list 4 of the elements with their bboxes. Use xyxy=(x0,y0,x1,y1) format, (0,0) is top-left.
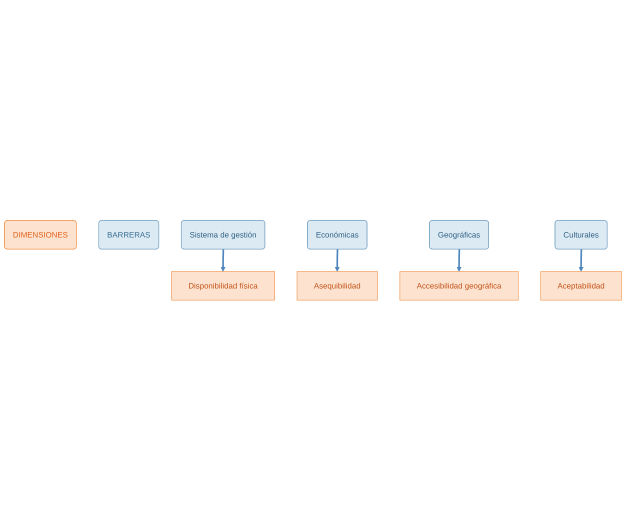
arrow xyxy=(578,250,584,272)
arrow xyxy=(334,250,340,272)
arrow xyxy=(456,250,462,272)
arrow xyxy=(220,250,226,272)
